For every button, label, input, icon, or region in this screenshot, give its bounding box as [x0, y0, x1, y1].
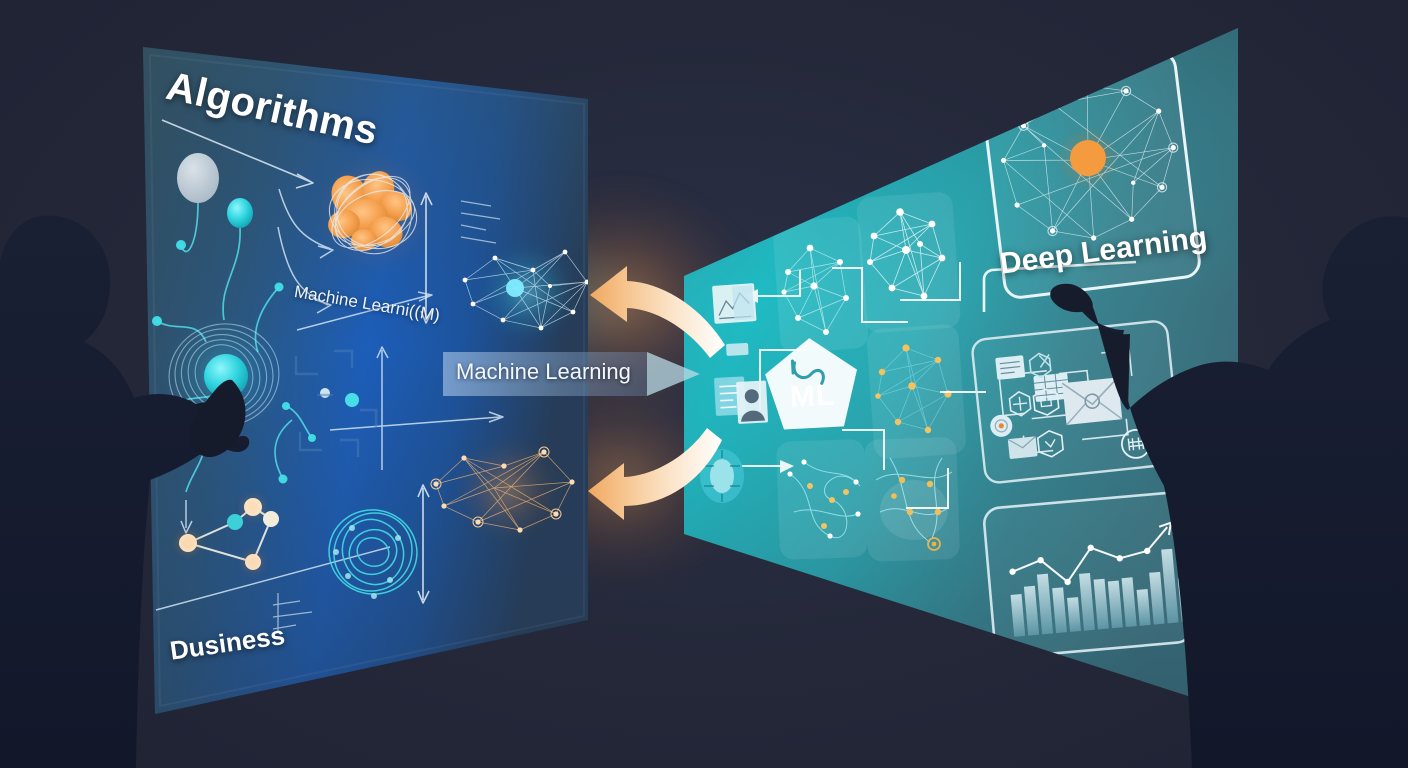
document-thumbnails [712, 283, 769, 424]
ml-badge[interactable] [763, 336, 860, 431]
hexagon-icon-b [1036, 429, 1064, 458]
gear-icon [1028, 352, 1052, 379]
flow-arrows-left [155, 188, 504, 611]
deep-learning-panel[interactable] [684, 28, 1238, 712]
node-dot-cyan-f [345, 393, 359, 407]
orange-neural-cluster [317, 154, 433, 270]
circuit-traces [294, 349, 378, 457]
tick-marks-upper [460, 200, 501, 244]
circular-pattern-node [700, 449, 744, 503]
spiral-node-ring [328, 509, 418, 599]
left-hand-pointer [189, 379, 246, 458]
deep-learning-network-card[interactable] [979, 51, 1201, 299]
network-tile-orange-2 [875, 457, 953, 551]
envelope-icon-small [1007, 435, 1038, 459]
machine-learning-banner[interactable] [443, 352, 700, 396]
network-graph-orange [430, 440, 575, 540]
hexagon-icon-a [1032, 388, 1060, 416]
node-sphere-grey [177, 153, 219, 203]
network-tile-cyan-2 [867, 208, 946, 300]
network-tile-cyan-3 [787, 459, 861, 539]
curved-arrow-upper [590, 266, 725, 358]
node-sphere-cyan-small [227, 198, 253, 228]
network-tile-cyan-1 [781, 244, 849, 335]
icon-flow-card[interactable] [971, 320, 1182, 484]
bar-chart-card[interactable] [983, 491, 1194, 659]
bar-chart-points [1009, 544, 1151, 586]
tick-marks-lower [272, 593, 313, 631]
document-icon [995, 355, 1026, 380]
flow-arrow-top [161, 119, 314, 189]
curved-arrow-lower [588, 428, 722, 520]
network-graph-cyan [462, 246, 588, 338]
plus-hexagon-icon [1008, 390, 1032, 417]
scatter-graph [172, 491, 279, 577]
vertical-double-arrow [417, 192, 433, 604]
algorithms-panel[interactable] [143, 47, 589, 714]
target-icon [990, 414, 1013, 437]
deep-learning-bracket [982, 260, 1137, 312]
person-silhouette-right [1050, 216, 1408, 768]
envelope-icon [1061, 376, 1123, 426]
node-dot-cyan-g [320, 388, 330, 398]
